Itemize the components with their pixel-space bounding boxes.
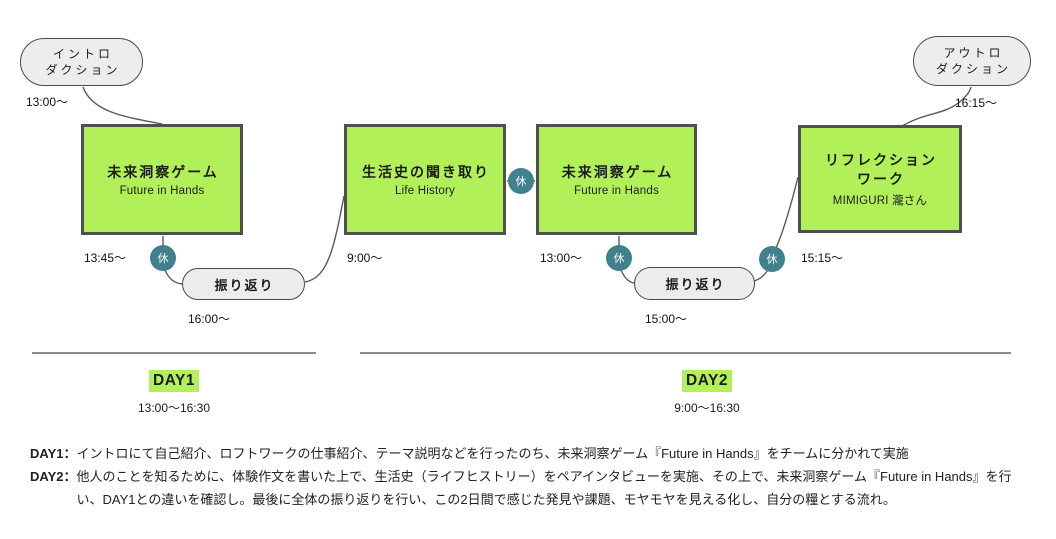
session-time: 9:00〜 [347,251,383,265]
day2-time-range: 9:00〜16:30 [674,401,740,415]
session-subtitle: Future in Hands [574,184,659,197]
session-subtitle: Future in Hands [119,184,205,197]
day1-note-text: イントロにて自己紹介、ロフトワークの仕事紹介、テーマ説明などを行ったのち、未来洞… [76,446,909,461]
session-box-future-in-hands-day2: 未来洞察ゲーム Future in Hands [536,124,697,235]
reflection-time: 15:00〜 [645,312,688,326]
break-circle-4: 休 [759,246,785,272]
session-subtitle: Life History [395,184,455,197]
session-title-line1: リフレクション [825,151,937,168]
session-box-life-history: 生活史の聞き取り Life History [344,124,506,235]
outro-time: 16:15〜 [955,96,998,110]
session-title-line2: ワーク [857,170,905,187]
day1-time-range: 13:00〜16:30 [137,401,211,415]
intro-time: 13:00〜 [26,95,69,109]
connector-break1-to-refl1 [164,269,183,285]
session-time: 13:00〜 [540,251,583,265]
day1-divider-line [32,352,316,354]
day1-note: DAY1： イントロにて自己紹介、ロフトワークの仕事紹介、テーマ説明などを行った… [30,442,1034,465]
day2-label: DAY2 [682,370,732,392]
day2-note: DAY2： 他人のことを知るために、体験作文を書いた上で、生活史（ライフヒストリ… [30,465,1034,511]
session-box-future-in-hands-day1: 未来洞察ゲーム Future in Hands [81,124,243,235]
session-box-reflection-work: リフレクション ワーク MIMIGURI 瀧さん [798,125,962,233]
session-time: 15:15〜 [801,251,844,265]
break-circle-3: 休 [606,245,632,271]
reflection-pill-day1: 振り返り [182,268,305,300]
day2-note-text: 他人のことを知るために、体験作文を書いた上で、生活史（ライフヒストリー）をペアイ… [76,469,1012,507]
connector-refl1-to-box2 [304,195,345,283]
connector-refl2-to-break4 [753,269,769,282]
intro-label-line1: イントロ [52,47,113,61]
reflection-pill-day2: 振り返り [634,267,755,300]
outro-pill: アウトロ ダクション [913,36,1031,86]
connector-break3-to-refl2 [620,269,635,284]
day-notes: DAY1： イントロにて自己紹介、ロフトワークの仕事紹介、テーマ説明などを行った… [30,442,1034,511]
session-title: 生活史の聞き取り [362,163,490,180]
outro-label-line2: ダクション [935,62,1011,76]
day1-label: DAY1 [149,370,199,392]
session-subtitle: MIMIGURI 瀧さん [832,194,928,207]
day2-note-prefix: DAY2： [30,469,77,484]
day2-divider-line [360,352,1011,354]
session-time: 13:45〜 [84,251,127,265]
day1-block: DAY1 13:00〜16:30 [32,370,316,416]
reflection-time: 16:00〜 [188,312,231,326]
connector-break4-to-box4 [775,176,799,249]
break-circle-2: 休 [508,168,534,194]
break-circle-1: 休 [150,245,176,271]
session-title: 未来洞察ゲーム [561,163,674,180]
intro-label-line2: ダクション [45,63,121,77]
day1-note-prefix: DAY1： [30,446,77,461]
intro-pill: イントロ ダクション [20,38,143,86]
session-title: 未来洞察ゲーム [107,163,219,180]
day2-block: DAY2 9:00〜16:30 [557,370,857,416]
outro-label-line1: アウトロ [943,46,1004,60]
connector-intro-to-box1 [82,86,163,125]
